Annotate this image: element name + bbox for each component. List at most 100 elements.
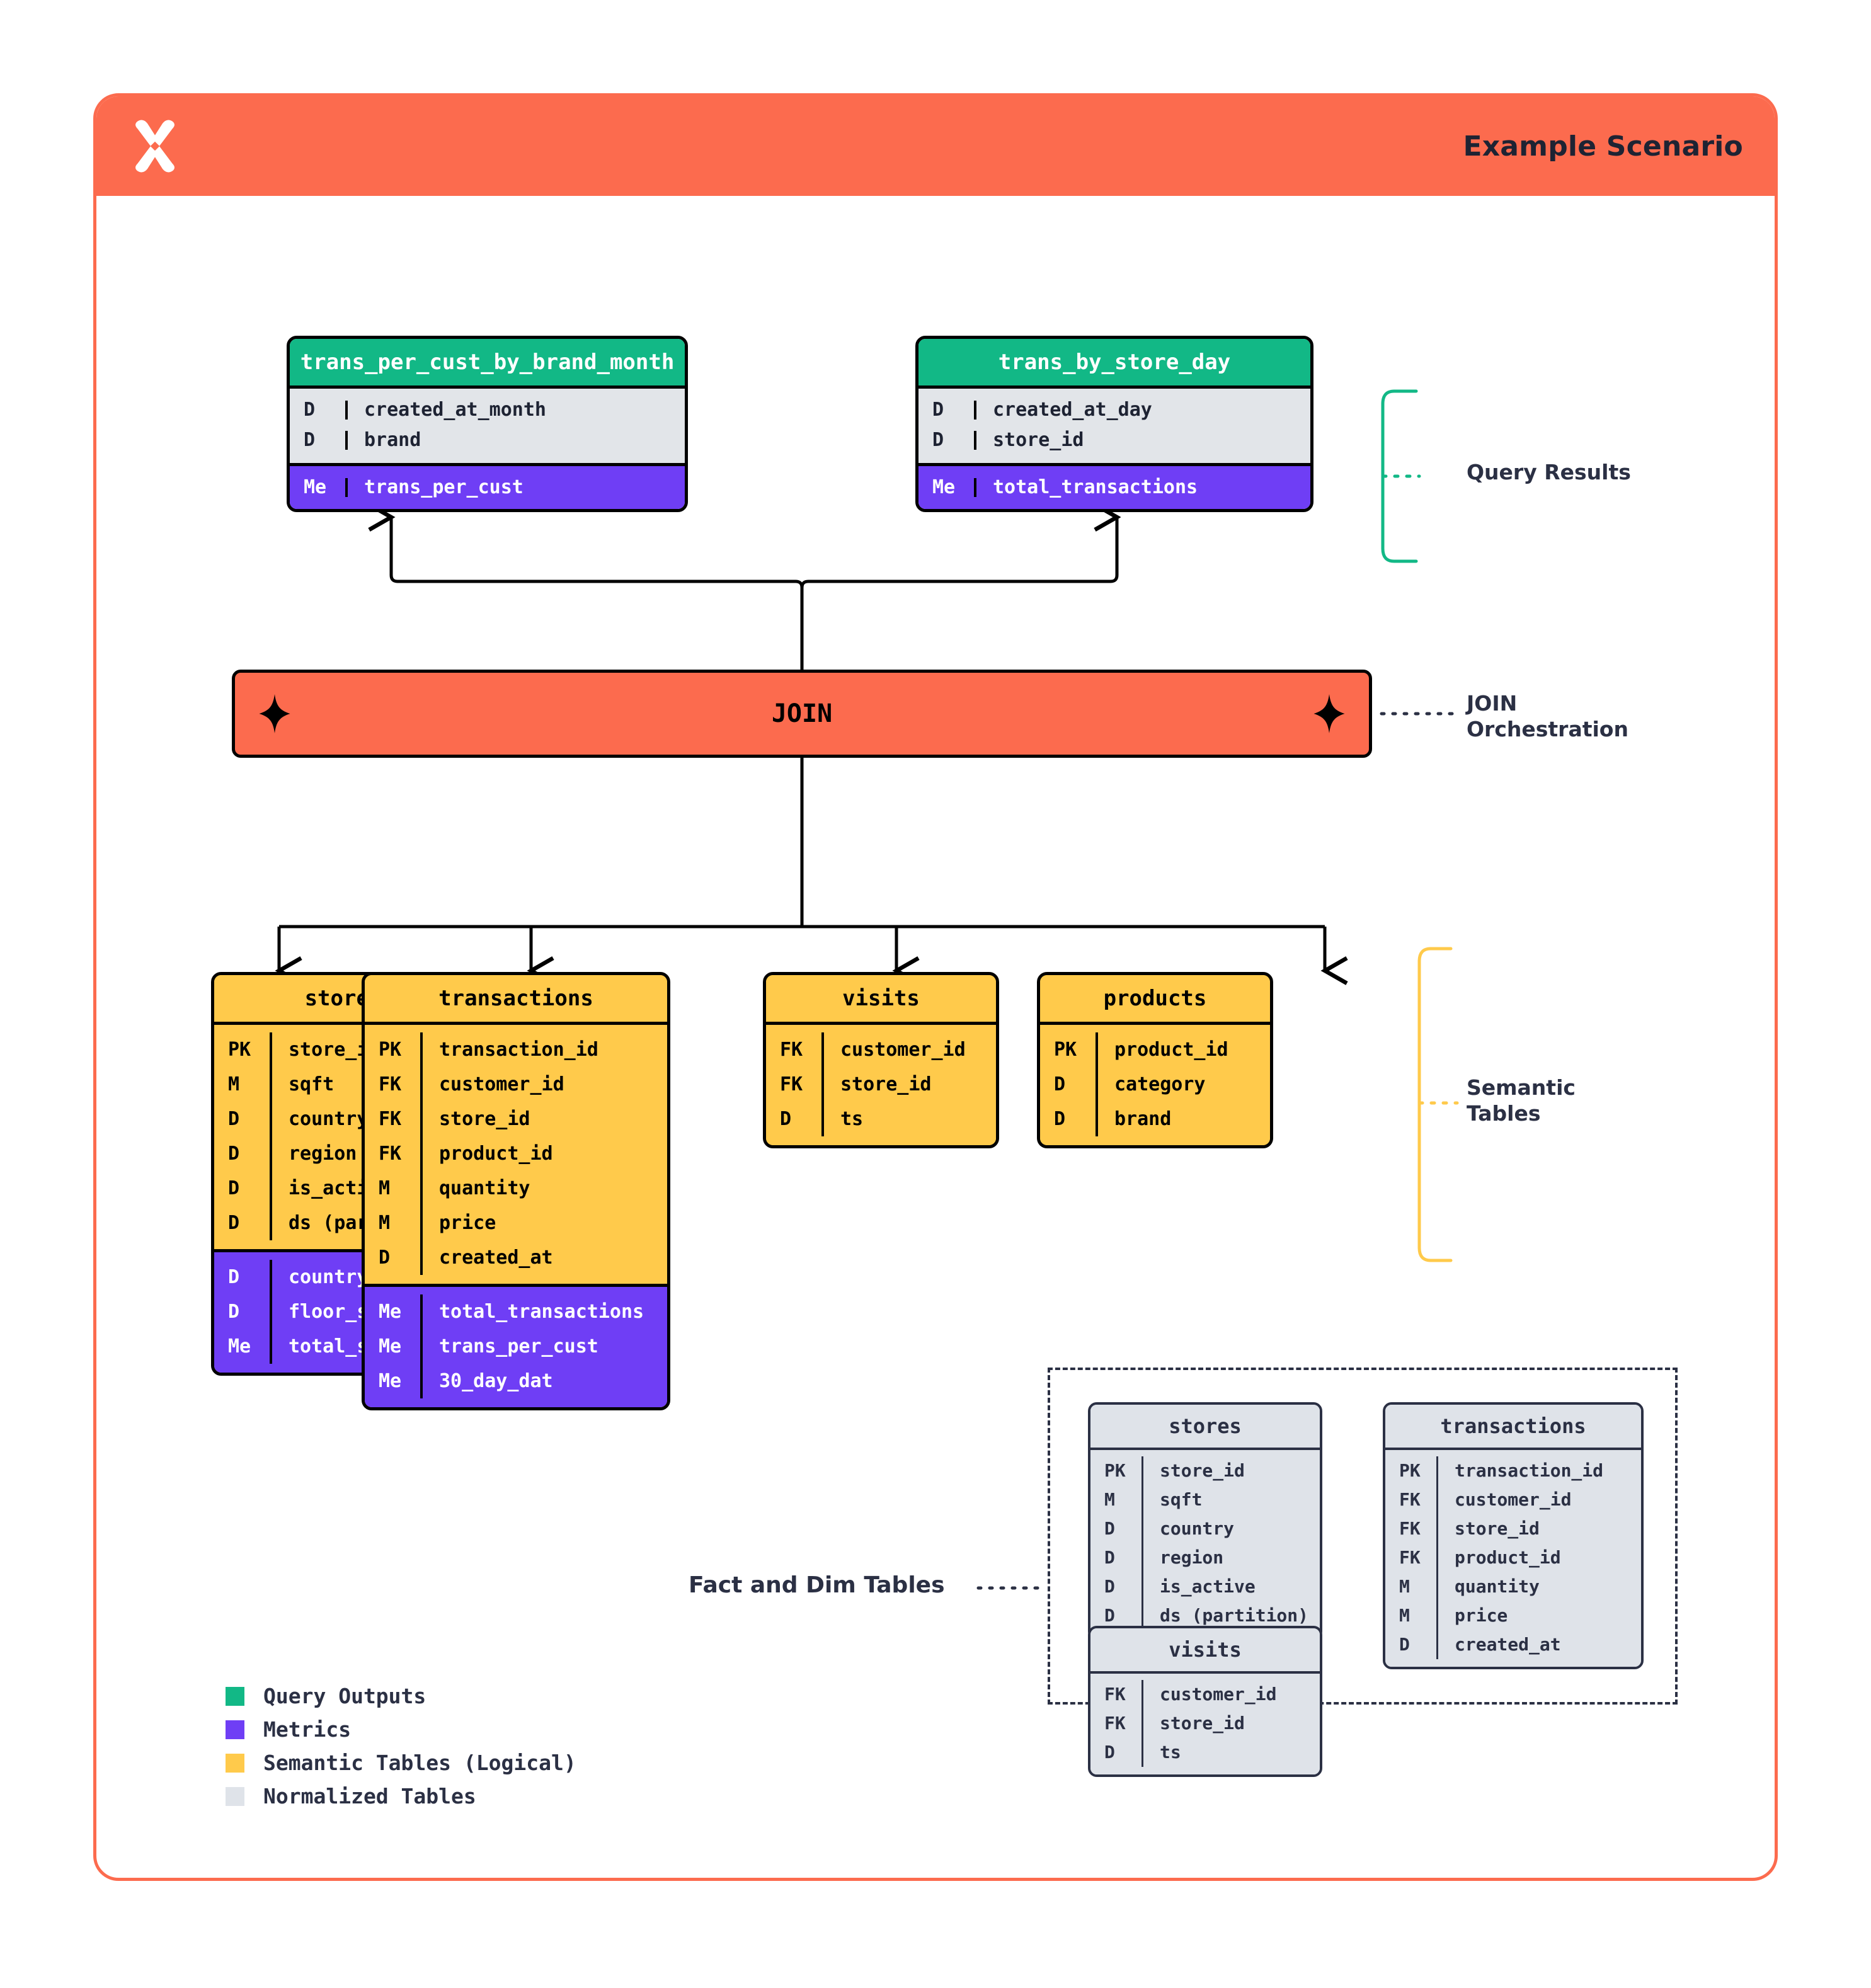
column-key: PK [1385,1456,1438,1485]
xata-x-logo-icon [135,120,175,173]
column-key: D [918,431,976,450]
column-name: brand [364,429,421,451]
column-key: PK [1090,1456,1143,1485]
column-key: PK [365,1032,423,1067]
table-row: D brand [290,425,685,455]
diagram-card: Example Scenario [93,93,1778,1881]
column-name: created_at_month [364,399,546,421]
legend-label: Query Outputs [263,1684,426,1708]
title-bar: Example Scenario [96,96,1775,196]
column-key: D [214,1102,272,1136]
column-name: created_at_day [993,399,1152,421]
table-row: D created_at_day [918,395,1310,425]
table-row: Me trans_per_cust [290,472,685,503]
metric-key: Me [365,1329,423,1364]
column-name: store_id [840,1073,932,1095]
table-header: transactions [1385,1405,1641,1448]
legend-swatch [226,1753,244,1773]
column-name: product_id [1455,1547,1561,1568]
column-key: FK [1385,1485,1438,1514]
legend-item-semantic-tables: Semantic Tables (Logical) [226,1746,576,1779]
table-columns: D created_at_day D store_id [918,386,1310,463]
column-key: D [214,1136,272,1171]
table-row: PK transaction_id [1385,1456,1641,1485]
column-key: FK [365,1067,423,1102]
column-name: store_id [1160,1713,1245,1734]
column-name: store_id [439,1107,530,1130]
table-header: visits [766,975,996,1022]
legend-label: Metrics [263,1717,352,1742]
diagram-canvas: trans_per_cust_by_brand_month D created_… [96,196,1775,1878]
metric-key: Me [365,1364,423,1398]
table-header: trans_per_cust_by_brand_month [290,339,685,386]
column-name: price [1455,1605,1508,1626]
table-header: stores [1090,1405,1320,1448]
column-name: created_at [1455,1634,1561,1655]
column-name: sqft [1160,1489,1203,1510]
column-name: category [1114,1073,1206,1095]
column-key: D [1040,1102,1098,1136]
sparkle-icon [1313,694,1345,733]
legend-item-query-outputs: Query Outputs [226,1679,576,1713]
metric-name: trans_per_cust [364,476,524,498]
column-name: quantity [439,1177,530,1199]
column-key: D [290,401,348,420]
column-key: D [918,401,976,420]
column-name: ts [1160,1742,1181,1762]
metric-key: Me [918,478,976,497]
column-name: region [1160,1547,1224,1568]
metric-key: D [214,1294,272,1329]
column-key: M [365,1206,423,1240]
column-key: M [365,1171,423,1206]
table-row: D created_at_month [290,395,685,425]
column-name: transaction_id [1455,1460,1604,1481]
join-orchestration-bar[interactable]: JOIN [232,670,1372,758]
legend-item-normalized-tables: Normalized Tables [226,1779,576,1813]
column-name: ds (partition) [1160,1605,1309,1626]
column-name: customer_id [439,1073,564,1095]
column-key: FK [1090,1680,1143,1709]
legend-swatch [226,1686,244,1706]
column-key: PK [214,1032,272,1067]
column-key: FK [1090,1709,1143,1738]
metric-key: Me [214,1329,272,1364]
legend-swatch [226,1786,244,1806]
join-label: JOIN [771,699,833,728]
query-result-table-trans-by-store-day[interactable]: trans_by_store_day D created_at_day D st… [915,336,1313,512]
legend-item-metrics: Metrics [226,1713,576,1746]
column-key: D [1090,1543,1143,1572]
query-result-table-trans-per-cust-by-brand-month[interactable]: trans_per_cust_by_brand_month D created_… [287,336,688,512]
table-row: D store_id [918,425,1310,455]
table-header: transactions [365,975,667,1022]
column-key: D [214,1206,272,1240]
